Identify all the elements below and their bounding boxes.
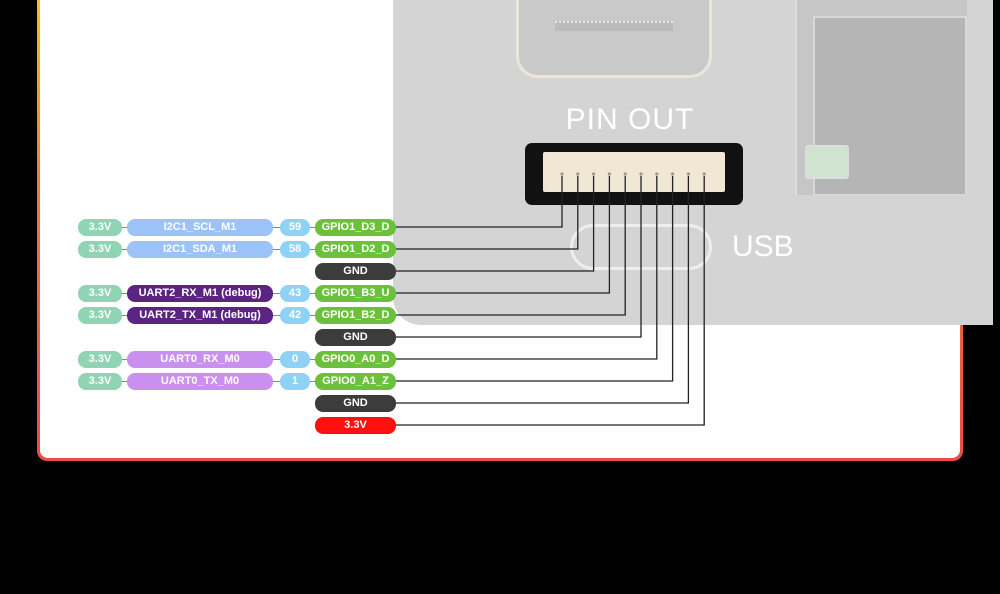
pin-wire: [396, 176, 705, 426]
gpio-number-badge: 58: [280, 241, 310, 258]
gpio-number-badge: 59: [280, 219, 310, 236]
pin-wire: [396, 176, 658, 360]
function-label: I2C1_SDA_M1: [127, 241, 273, 258]
connector-line: [120, 381, 130, 382]
function-label: I2C1_SCL_M1: [127, 219, 273, 236]
header-pin: [560, 172, 564, 176]
connector-line: [120, 359, 130, 360]
function-label: UART2_RX_M1 (debug): [127, 285, 273, 302]
header-pin: [655, 172, 659, 176]
header-pin: [607, 172, 612, 176]
voltage-badge: 3.3V: [78, 241, 122, 258]
pin-wire: [396, 176, 611, 294]
function-label: UART2_TX_M1 (debug): [127, 307, 273, 324]
gpio-number-badge: 42: [280, 307, 310, 324]
pinout-title: PIN OUT: [565, 103, 695, 136]
header-pin: [592, 172, 596, 176]
gpio-number-badge: 1: [280, 373, 310, 390]
header-pin: [702, 172, 706, 176]
pin-name-label: GPIO0_A1_Z: [315, 373, 396, 390]
connector-line: [270, 227, 282, 228]
pin-name-label: GPIO1_B2_D: [315, 307, 396, 324]
pin-wire: [396, 176, 690, 404]
voltage-badge: 3.3V: [78, 373, 122, 390]
pin-wire: [396, 176, 595, 272]
pin-name-label: GPIO1_D2_D: [315, 241, 396, 258]
header-pin: [639, 172, 643, 176]
pin-wire: [396, 176, 642, 338]
connector-line: [270, 293, 282, 294]
pin-wire: [396, 176, 579, 250]
header-pin: [576, 172, 580, 176]
function-label: UART0_RX_M0: [127, 351, 273, 368]
pin-name-label: GPIO1_D3_D: [315, 219, 396, 236]
pin-name-label: GPIO1_B3_U: [315, 285, 396, 302]
pin-wire: [396, 176, 626, 316]
connector-line: [308, 227, 318, 228]
connector-line: [270, 359, 282, 360]
voltage-badge: 3.3V: [78, 219, 122, 236]
usb-label: USB: [732, 230, 794, 263]
voltage-badge: 3.3V: [78, 307, 122, 324]
gpio-number-badge: 0: [280, 351, 310, 368]
connector-line: [270, 315, 282, 316]
connector-line: [308, 359, 318, 360]
connector-line: [120, 227, 130, 228]
gpio-number-badge: 43: [280, 285, 310, 302]
header-pin: [686, 172, 691, 176]
pin-name-label: GND: [315, 395, 396, 412]
connector-line: [308, 381, 318, 382]
connector-line: [270, 381, 282, 382]
connector-line: [120, 315, 130, 316]
header-pin: [623, 172, 627, 176]
connector-line: [270, 249, 282, 250]
status-led: [805, 145, 849, 179]
voltage-badge: 3.3V: [78, 285, 122, 302]
pin-name-label: 3.3V: [315, 417, 396, 434]
pin-wire: [396, 176, 563, 228]
connector-line: [308, 249, 318, 250]
connector-line: [120, 293, 130, 294]
connector-line: [308, 293, 318, 294]
header-pin: [671, 172, 675, 176]
pin-name-label: GND: [315, 329, 396, 346]
voltage-badge: 3.3V: [78, 351, 122, 368]
pin-wire: [396, 176, 674, 382]
hdmi-port: [516, 0, 712, 78]
function-label: UART0_TX_M0: [127, 373, 273, 390]
pin-name-label: GND: [315, 263, 396, 280]
pin-name-label: GPIO0_A0_D: [315, 351, 396, 368]
connector-line: [120, 249, 130, 250]
connector-line: [308, 315, 318, 316]
